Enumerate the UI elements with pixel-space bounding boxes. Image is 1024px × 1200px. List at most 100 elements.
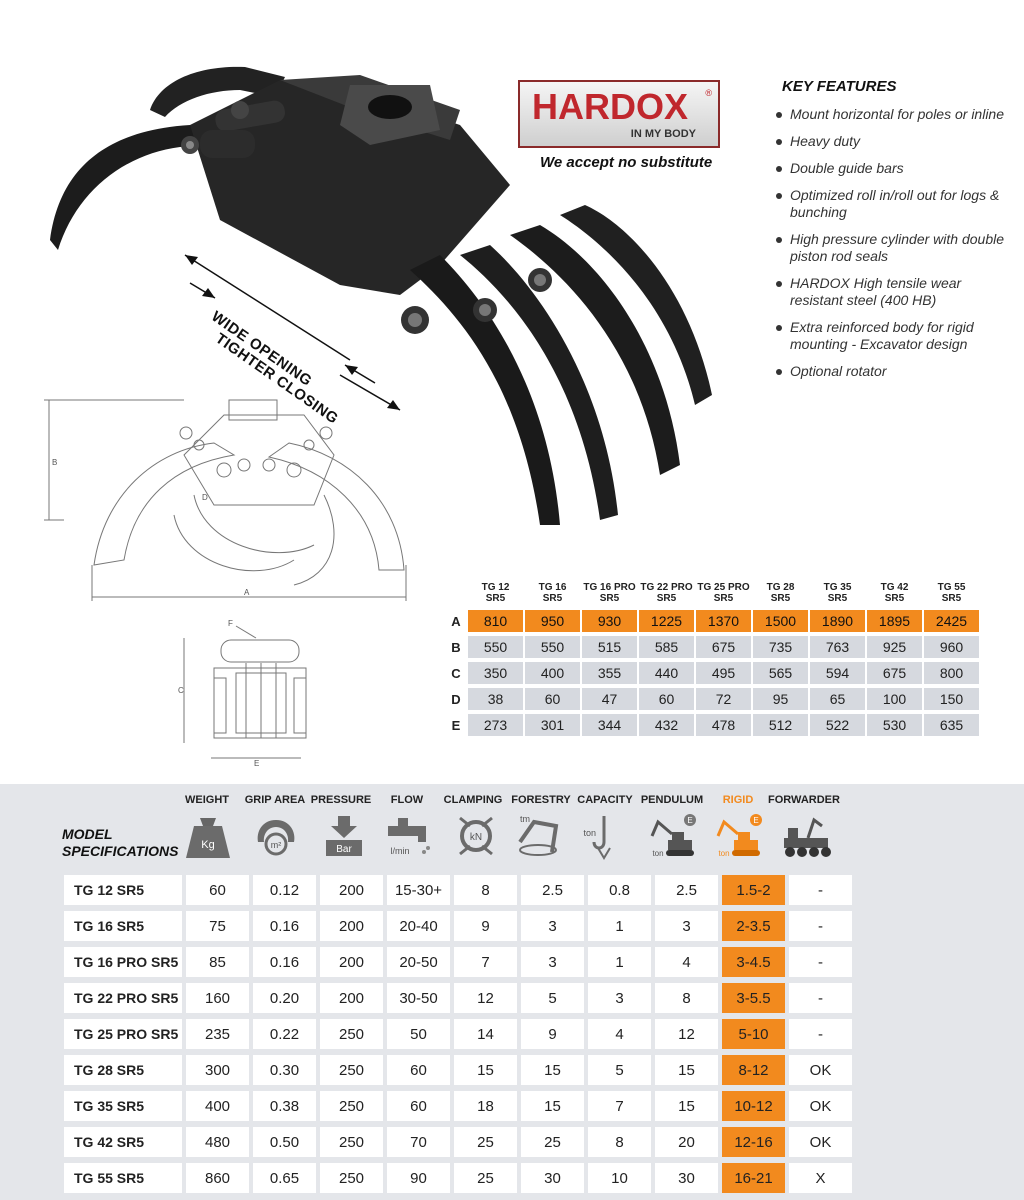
spec-header-forestry: FORESTRY <box>511 794 571 806</box>
dimension-cell: 72 <box>696 688 751 710</box>
dimension-cell: 960 <box>924 636 979 658</box>
dim-label-d: D <box>202 493 208 502</box>
spec-cell-forestry: 30 <box>521 1163 584 1193</box>
spec-header-rigid: RIGID <box>722 794 754 806</box>
dimension-cell: 1890 <box>810 610 865 632</box>
dimension-cell: 60 <box>639 688 694 710</box>
dimension-cell: 635 <box>924 714 979 736</box>
capacity-icon: ton <box>583 816 611 860</box>
hardox-subtitle: IN MY BODY <box>630 128 696 140</box>
spec-cell-clamping: 25 <box>454 1127 517 1157</box>
spec-cell-pendulum: 30 <box>655 1163 718 1193</box>
dimension-cell: 495 <box>696 662 751 684</box>
spec-cell-pendulum: 3 <box>655 911 718 941</box>
spec-cell-forwarder: - <box>789 983 852 1013</box>
spec-cell-grip-area: 0.65 <box>253 1163 316 1193</box>
spec-cell-pendulum: 8 <box>655 983 718 1013</box>
spec-cell-grip-area: 0.16 <box>253 947 316 977</box>
dimension-cell: 550 <box>525 636 580 658</box>
feature-item: HARDOX High tensile wear resistant steel… <box>774 275 1004 309</box>
spec-cell-weight: 60 <box>186 875 249 905</box>
spec-model-name: TG 35 SR5 <box>64 1091 182 1121</box>
dimension-cell: 95 <box>753 688 808 710</box>
spec-cell-capacity: 3 <box>588 983 651 1013</box>
weight-icon: Kg <box>186 818 230 858</box>
dimension-row-label: E <box>451 717 461 733</box>
dimension-cell: 432 <box>639 714 694 736</box>
spec-cell-weight: 235 <box>186 1019 249 1049</box>
spec-model-name: TG 16 PRO SR5 <box>64 947 182 977</box>
spec-cell-weight: 160 <box>186 983 249 1013</box>
forwarder-icon <box>784 817 831 857</box>
spec-cell-clamping: 18 <box>454 1091 517 1121</box>
svg-text:ton: ton <box>652 849 663 858</box>
dimension-cell: 60 <box>525 688 580 710</box>
spec-cell-forestry: 3 <box>521 911 584 941</box>
spec-cell-rigid: 10-12 <box>722 1091 785 1121</box>
dimension-cell: 675 <box>867 662 922 684</box>
dimension-cell: 585 <box>639 636 694 658</box>
spec-cell-flow: 60 <box>387 1055 450 1085</box>
model-specifications-title: MODEL SPECIFICATIONS <box>62 826 179 859</box>
svg-text:l/min: l/min <box>390 846 409 856</box>
spec-model-name: TG 55 SR5 <box>64 1163 182 1193</box>
spec-header-grip-area: GRIP AREA <box>244 794 306 806</box>
spec-header-pendulum: PENDULUM <box>640 794 704 806</box>
spec-cell-capacity: 7 <box>588 1091 651 1121</box>
spec-cell-clamping: 14 <box>454 1019 517 1049</box>
spec-cell-forestry: 9 <box>521 1019 584 1049</box>
dimension-cell: 550 <box>468 636 523 658</box>
dimension-cell: 1500 <box>753 610 808 632</box>
svg-text:ton: ton <box>583 828 596 838</box>
spec-cell-flow: 20-50 <box>387 947 450 977</box>
dimension-cell: 150 <box>924 688 979 710</box>
spec-cell-pendulum: 12 <box>655 1019 718 1049</box>
spec-cell-forwarder: - <box>789 947 852 977</box>
spec-cell-capacity: 5 <box>588 1055 651 1085</box>
spec-header-capacity: CAPACITY <box>577 794 633 806</box>
dimension-row-label: B <box>451 639 461 655</box>
spec-cell-pressure: 200 <box>320 875 383 905</box>
hardox-wordmark: HARDOX <box>532 86 689 127</box>
dimension-cell: 38 <box>468 688 523 710</box>
dimension-cell: 344 <box>582 714 637 736</box>
spec-cell-clamping: 15 <box>454 1055 517 1085</box>
pendulum-excavator-icon: E ton <box>650 814 696 858</box>
dim-label-a: A <box>244 588 250 597</box>
dimension-cell: 1225 <box>639 610 694 632</box>
feature-item: High pressure cylinder with double pisto… <box>774 231 1004 265</box>
feature-item: Extra reinforced body for rigid mounting… <box>774 319 1004 353</box>
spec-cell-weight: 480 <box>186 1127 249 1157</box>
spec-cell-grip-area: 0.20 <box>253 983 316 1013</box>
spec-cell-forwarder: X <box>789 1163 852 1193</box>
dim-label-b: B <box>52 458 57 467</box>
dimension-cell: 1370 <box>696 610 751 632</box>
dimension-cell: 478 <box>696 714 751 736</box>
spec-cell-capacity: 10 <box>588 1163 651 1193</box>
spec-cell-rigid: 3-5.5 <box>722 983 785 1013</box>
dimension-cell: 512 <box>753 714 808 736</box>
spec-cell-flow: 90 <box>387 1163 450 1193</box>
dimension-cell: 763 <box>810 636 865 658</box>
spec-header-flow: FLOW <box>390 794 424 806</box>
spec-cell-rigid: 8-12 <box>722 1055 785 1085</box>
feature-item: Optimized roll in/roll out for logs & bu… <box>774 187 1004 221</box>
spec-cell-grip-area: 0.38 <box>253 1091 316 1121</box>
spec-cell-pendulum: 4 <box>655 947 718 977</box>
dimension-row-label: A <box>451 613 461 629</box>
spec-cell-forestry: 15 <box>521 1091 584 1121</box>
spec-cell-grip-area: 0.30 <box>253 1055 316 1085</box>
spec-cell-rigid: 5-10 <box>722 1019 785 1049</box>
